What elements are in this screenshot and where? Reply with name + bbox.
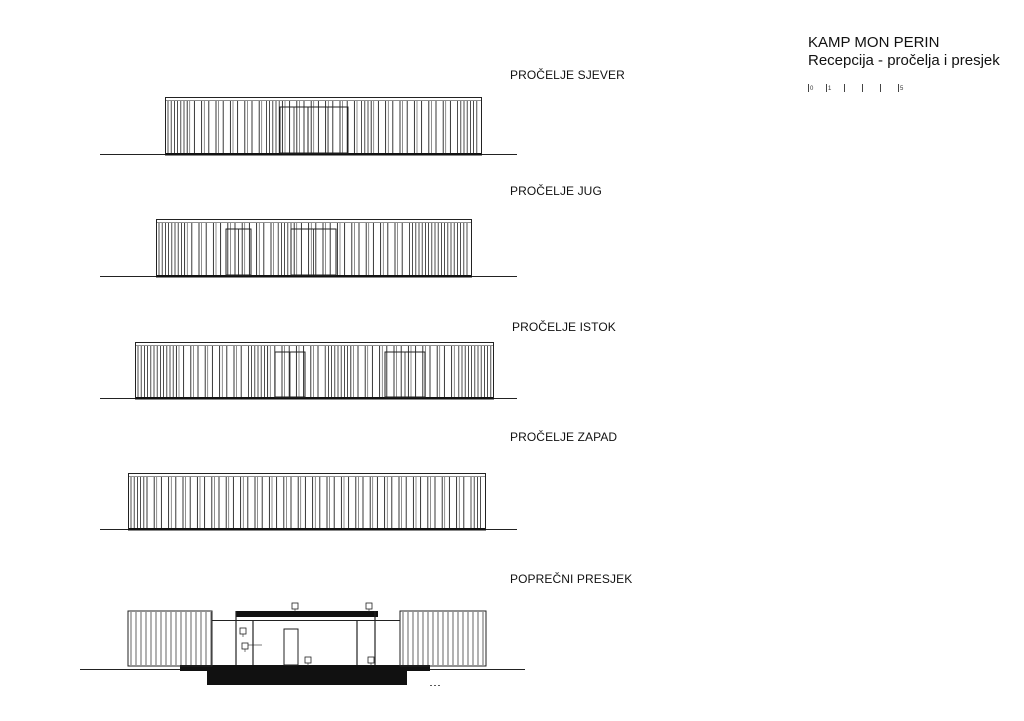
elevation-west [100,473,517,531]
level-marker [291,602,299,610]
title-block: KAMP MON PERIN Recepcija - pročelja i pr… [808,34,1000,70]
view-label-east: PROČELJE ISTOK [512,320,616,334]
view-label-south: PROČELJE JUG [510,184,602,198]
view-label-north: PROČELJE SJEVER [510,68,625,82]
level-marker [304,656,312,664]
level-marker [239,627,247,635]
level-marker [367,656,375,664]
scale-tick [808,84,809,92]
cross-section [80,602,525,686]
plinth [156,275,472,278]
level-marker [241,642,249,650]
plinth [135,397,494,400]
elevation-east [100,342,517,400]
level-marker [365,602,373,610]
drawing-subtitle: Recepcija - pročelja i presjek [808,52,1000,69]
plinth [128,528,486,531]
left-wall [127,610,213,667]
view-label-west: PROČELJE ZAPAD [510,430,618,444]
roof-slab [236,611,378,617]
scale-label: 1 [828,86,832,92]
elevation-north [100,97,517,156]
scale-tick [844,84,845,92]
elevation-south [100,219,517,278]
scale-tick [862,84,863,92]
scale-bar: 0 1 5 [808,84,928,96]
scale-tick [880,84,881,92]
scale-tick [898,84,899,92]
interior-door [283,628,299,666]
floor-slab [180,665,430,671]
view-label-section: POPREČNI PRESJEK [510,572,633,586]
scale-label: 0 [810,86,814,92]
project-title: KAMP MON PERIN [808,34,940,51]
scale-label: 5 [900,86,904,92]
right-wall [399,610,487,667]
plinth [165,153,482,156]
scale-tick [826,84,827,92]
foundation [207,671,407,685]
